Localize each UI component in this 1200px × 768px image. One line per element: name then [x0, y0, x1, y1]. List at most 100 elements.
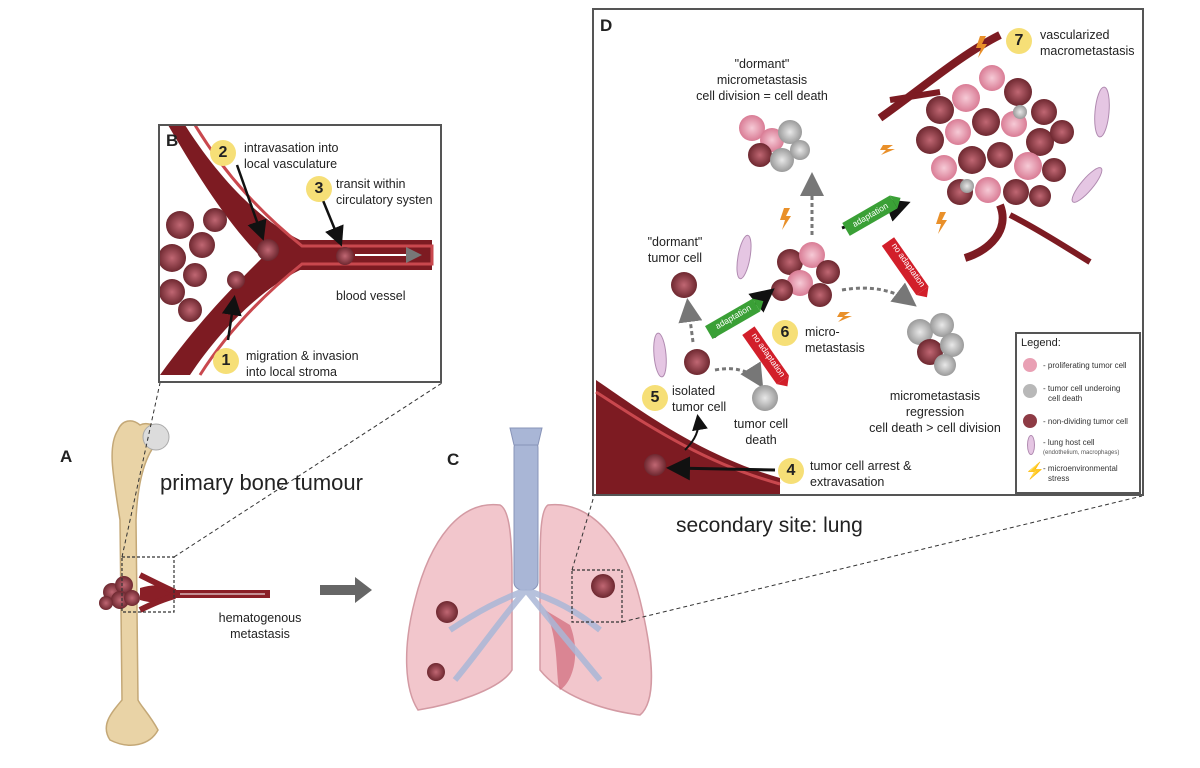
legend-item-proliferating: - proliferating tumor cell: [1043, 361, 1127, 370]
panel-label-d: D: [600, 16, 613, 35]
panel-label-c: C: [447, 450, 460, 469]
legend-icon-non-dividing: [1023, 414, 1037, 428]
dormant-micro-line2: micrometastasis: [716, 73, 808, 87]
step-6-line2: metastasis: [805, 341, 865, 355]
arrow-step2: [235, 164, 267, 241]
step-5-label: isolated tumor cell: [672, 383, 726, 415]
lightning-icon: ⚡: [1025, 463, 1045, 480]
step-3-line2: circulatory systen: [336, 193, 433, 207]
legend-item-stress: - microenvironmental stress: [1043, 464, 1118, 484]
step-2-label: intravasation into local vasculature: [244, 140, 339, 172]
legend-icon-proliferating: [1023, 358, 1037, 372]
regression-label: micrometastasis regression cell death > …: [860, 388, 1010, 436]
arrow-to-death: [714, 361, 764, 389]
legend-item-host-line2: (endothelium, macrophages): [1043, 450, 1120, 456]
panel-b-frame: [158, 124, 442, 383]
arrow-to-regression: [841, 282, 917, 307]
bone-tumour-cluster: [99, 576, 140, 610]
dormant-cell-line1: "dormant": [647, 235, 703, 249]
hematogenous-line2: metastasis: [230, 627, 290, 641]
tumor-death-line1: tumor cell: [733, 417, 789, 431]
arrow-to-dormant: [678, 298, 703, 343]
micrometastasis-cluster: [771, 242, 840, 307]
step-3-label: transit within circulatory systen: [336, 176, 433, 208]
tag-adaptation-2: [842, 195, 901, 236]
arrow-step3: [320, 197, 344, 247]
hematogenous-line1: hematogenous: [218, 611, 302, 625]
macrometastasis-cluster: [877, 31, 1092, 265]
legend-icon-dying: [1023, 384, 1037, 398]
regression-line2: regression: [905, 405, 965, 419]
arrow-step5: [684, 414, 708, 451]
legend-item-dying: - tumor cell underoing cell death: [1043, 384, 1120, 404]
zoom-line-c2: [571, 495, 595, 571]
step-2-line2: local vasculature: [244, 157, 338, 171]
panel-b-tumour: [158, 208, 354, 322]
zoom-box-a: [121, 556, 175, 613]
tag-no-adaptation-1: [742, 326, 789, 387]
step-5-line1: isolated: [672, 384, 716, 398]
lungs: [405, 427, 653, 716]
dormant-micrometastasis-label: "dormant" micrometastasis cell division …: [672, 56, 852, 104]
zoom-line-a2: [173, 382, 443, 558]
step-4-badge: 4: [778, 458, 804, 484]
step-4-label: tumor cell arrest & extravasation: [810, 458, 911, 490]
step-1-line2: into local stroma: [246, 365, 338, 379]
step-5-badge: 5: [642, 385, 668, 411]
step-3-line1: transit within: [336, 177, 406, 191]
arrow-step1: [221, 295, 242, 341]
step-7-line1: vascularized: [1040, 28, 1110, 42]
zoom-box-c: [571, 569, 623, 623]
regression-cluster: [907, 313, 964, 376]
legend-box: Legend: - proliferating tumor cell - tum…: [1015, 332, 1141, 494]
dormant-cell-label: "dormant" tumor cell: [640, 234, 710, 266]
dormant-micro-line3: cell division = cell death: [696, 89, 828, 103]
regression-line3: cell death > cell division: [869, 421, 1001, 435]
panel-d-frame: [592, 8, 1144, 496]
legend-icon-host-cell: [1027, 435, 1035, 455]
regression-line1: micrometastasis: [889, 389, 981, 403]
step-4-line2: extravasation: [810, 475, 885, 489]
legend-item-host-cell: - lung host cell (endothelium, macrophag…: [1043, 438, 1119, 458]
stress-icons: [780, 36, 987, 322]
isolated-tumor-cell: [684, 349, 710, 375]
secondary-site-title: secondary site: lung: [676, 514, 863, 537]
step-2-line1: intravasation into: [244, 141, 339, 155]
zoom-line-a1: [121, 382, 161, 558]
step-7-badge: 7: [1006, 28, 1032, 54]
step-5-line2: tumor cell: [672, 400, 727, 414]
panel-label-a: A: [60, 447, 73, 466]
step-6-badge: 6: [772, 320, 798, 346]
tumor-death-line2: death: [745, 433, 777, 447]
arrow-step4: [666, 456, 776, 481]
dormant-micrometastasis-cluster: [739, 115, 810, 172]
legend-item-dying-line1: - tumor cell underoing: [1043, 384, 1121, 393]
bone-small-vessel: [138, 572, 270, 613]
legend-item-stress-line1: - microenvironmental: [1043, 464, 1118, 473]
dormant-micro-line1: "dormant": [734, 57, 790, 71]
step-1-label: migration & invasion into local stroma: [246, 348, 359, 380]
progression-arrow: [320, 577, 372, 603]
step-3-badge: 3: [306, 176, 332, 202]
step-1-line1: migration & invasion: [246, 349, 359, 363]
blood-vessel-label: blood vessel: [336, 289, 406, 303]
legend-item-host-line1: - lung host cell: [1043, 438, 1095, 447]
step-6-label: micro- metastasis: [805, 324, 865, 356]
dying-tumor-cell: [752, 385, 778, 411]
tumor-death-label: tumor cell death: [726, 416, 796, 448]
legend-item-dying-line2: cell death: [1048, 394, 1083, 403]
legend-title: Legend:: [1021, 337, 1061, 349]
tag-no-adaptation-2: [881, 237, 929, 298]
step-7-label: vascularized macrometastasis: [1040, 27, 1134, 59]
primary-bone-tumour-title: primary bone tumour: [160, 470, 363, 495]
panel-d-vessel: [595, 380, 781, 494]
step-4-line1: tumor cell arrest &: [810, 459, 912, 473]
dormant-tumor-cell: [671, 272, 697, 298]
legend-item-non-dividing: - non-dividing tumor cell: [1043, 417, 1128, 426]
step-7-line2: macrometastasis: [1040, 44, 1135, 58]
step-1-badge: 1: [213, 348, 239, 374]
tag-adaptation-1: [705, 298, 764, 340]
zoom-line-c1: [621, 495, 1143, 623]
panel-label-b: B: [166, 131, 179, 150]
